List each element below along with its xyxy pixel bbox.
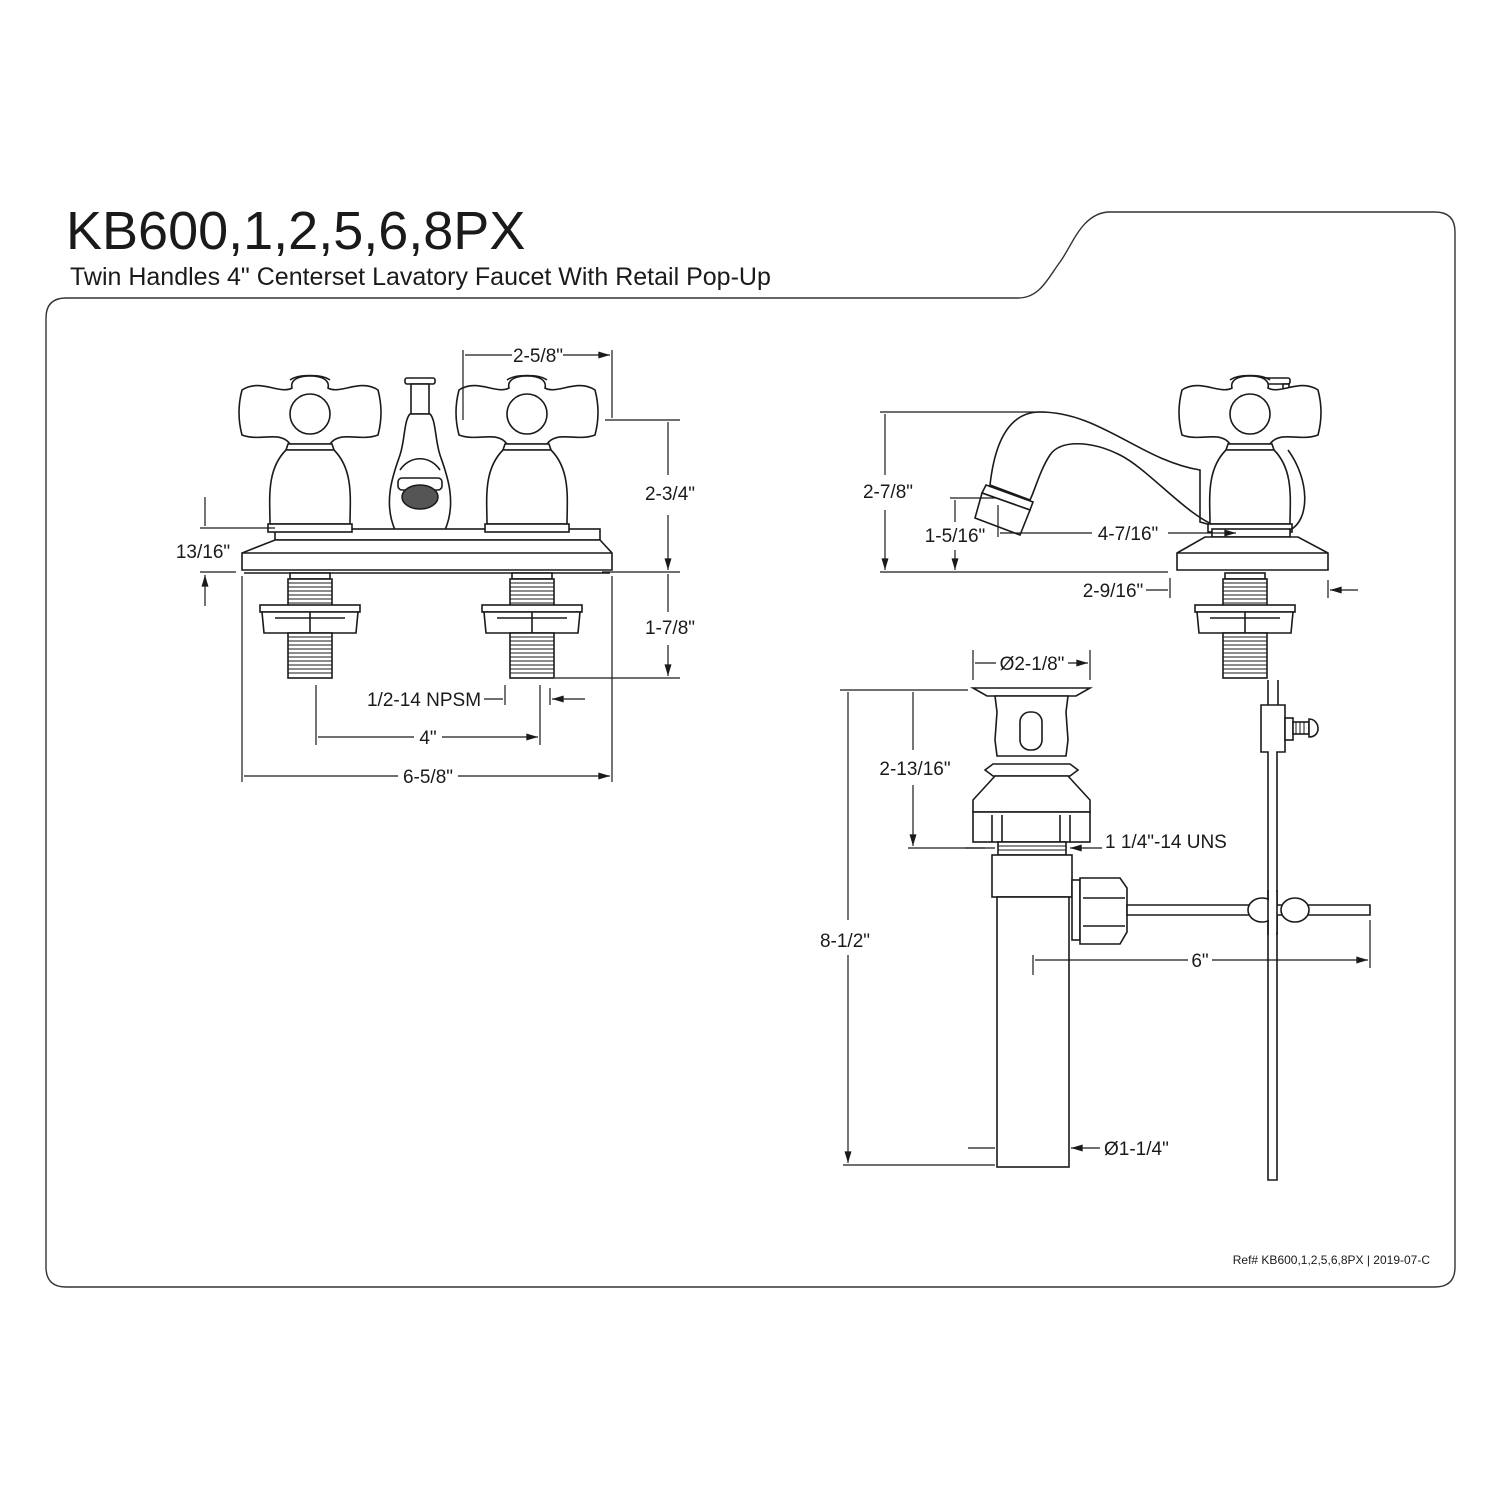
- dim-overall-width: 6-5/8": [403, 767, 453, 788]
- title-block-frame: [45, 211, 1456, 1288]
- dim-body-height: 2-13/16": [879, 759, 950, 780]
- dim-base-height: 13/16": [176, 542, 230, 563]
- reference-number: Ref# KB600,1,2,5,6,8PX | 2019-07-C: [1233, 1253, 1431, 1267]
- dim-center: 4": [419, 728, 436, 749]
- dim-rod-length: 6": [1191, 951, 1208, 972]
- dim-front-thread: 1/2-14 NPSM: [367, 690, 481, 711]
- side-view-faucet: [974, 374, 1329, 1181]
- dim-spout-reach: 4-7/16": [1098, 524, 1159, 545]
- page-title: KB600,1,2,5,6,8PX: [66, 201, 525, 261]
- dim-handle-height: 2-3/4": [645, 484, 695, 505]
- dim-overall-height: 2-7/8": [863, 482, 913, 503]
- dim-tail-diameter: Ø1-1/4": [1104, 1139, 1169, 1160]
- dim-drain-length: 8-1/2": [820, 931, 870, 952]
- dim-flange-diameter: Ø2-1/8": [1000, 654, 1065, 675]
- dim-drain-thread: 1 1/4"-14 UNS: [1105, 832, 1227, 853]
- dim-handle-width: 2-5/8": [513, 346, 563, 367]
- dim-base-depth: 2-9/16": [1083, 581, 1144, 602]
- pop-up-drain: [969, 687, 1371, 1168]
- dim-shank-length: 1-7/8": [645, 618, 695, 639]
- page-subtitle: Twin Handles 4" Centerset Lavatory Fauce…: [70, 263, 771, 291]
- front-view-dimensions: 2-5/8" 2-3/4" 1-7/8" 13/16" 1/2-14 NPSM …: [176, 346, 695, 788]
- dim-spout-clearance: 1-5/16": [925, 526, 986, 547]
- front-view-faucet: [238, 374, 613, 679]
- side-view-dimensions: 2-7/8" 1-5/16" 4-7/16" 2-9/16": [863, 411, 1358, 602]
- drain-dimensions: Ø2-1/8" 2-13/16" 8-1/2" 1 1/4"-14 UNS 6"…: [820, 650, 1370, 1165]
